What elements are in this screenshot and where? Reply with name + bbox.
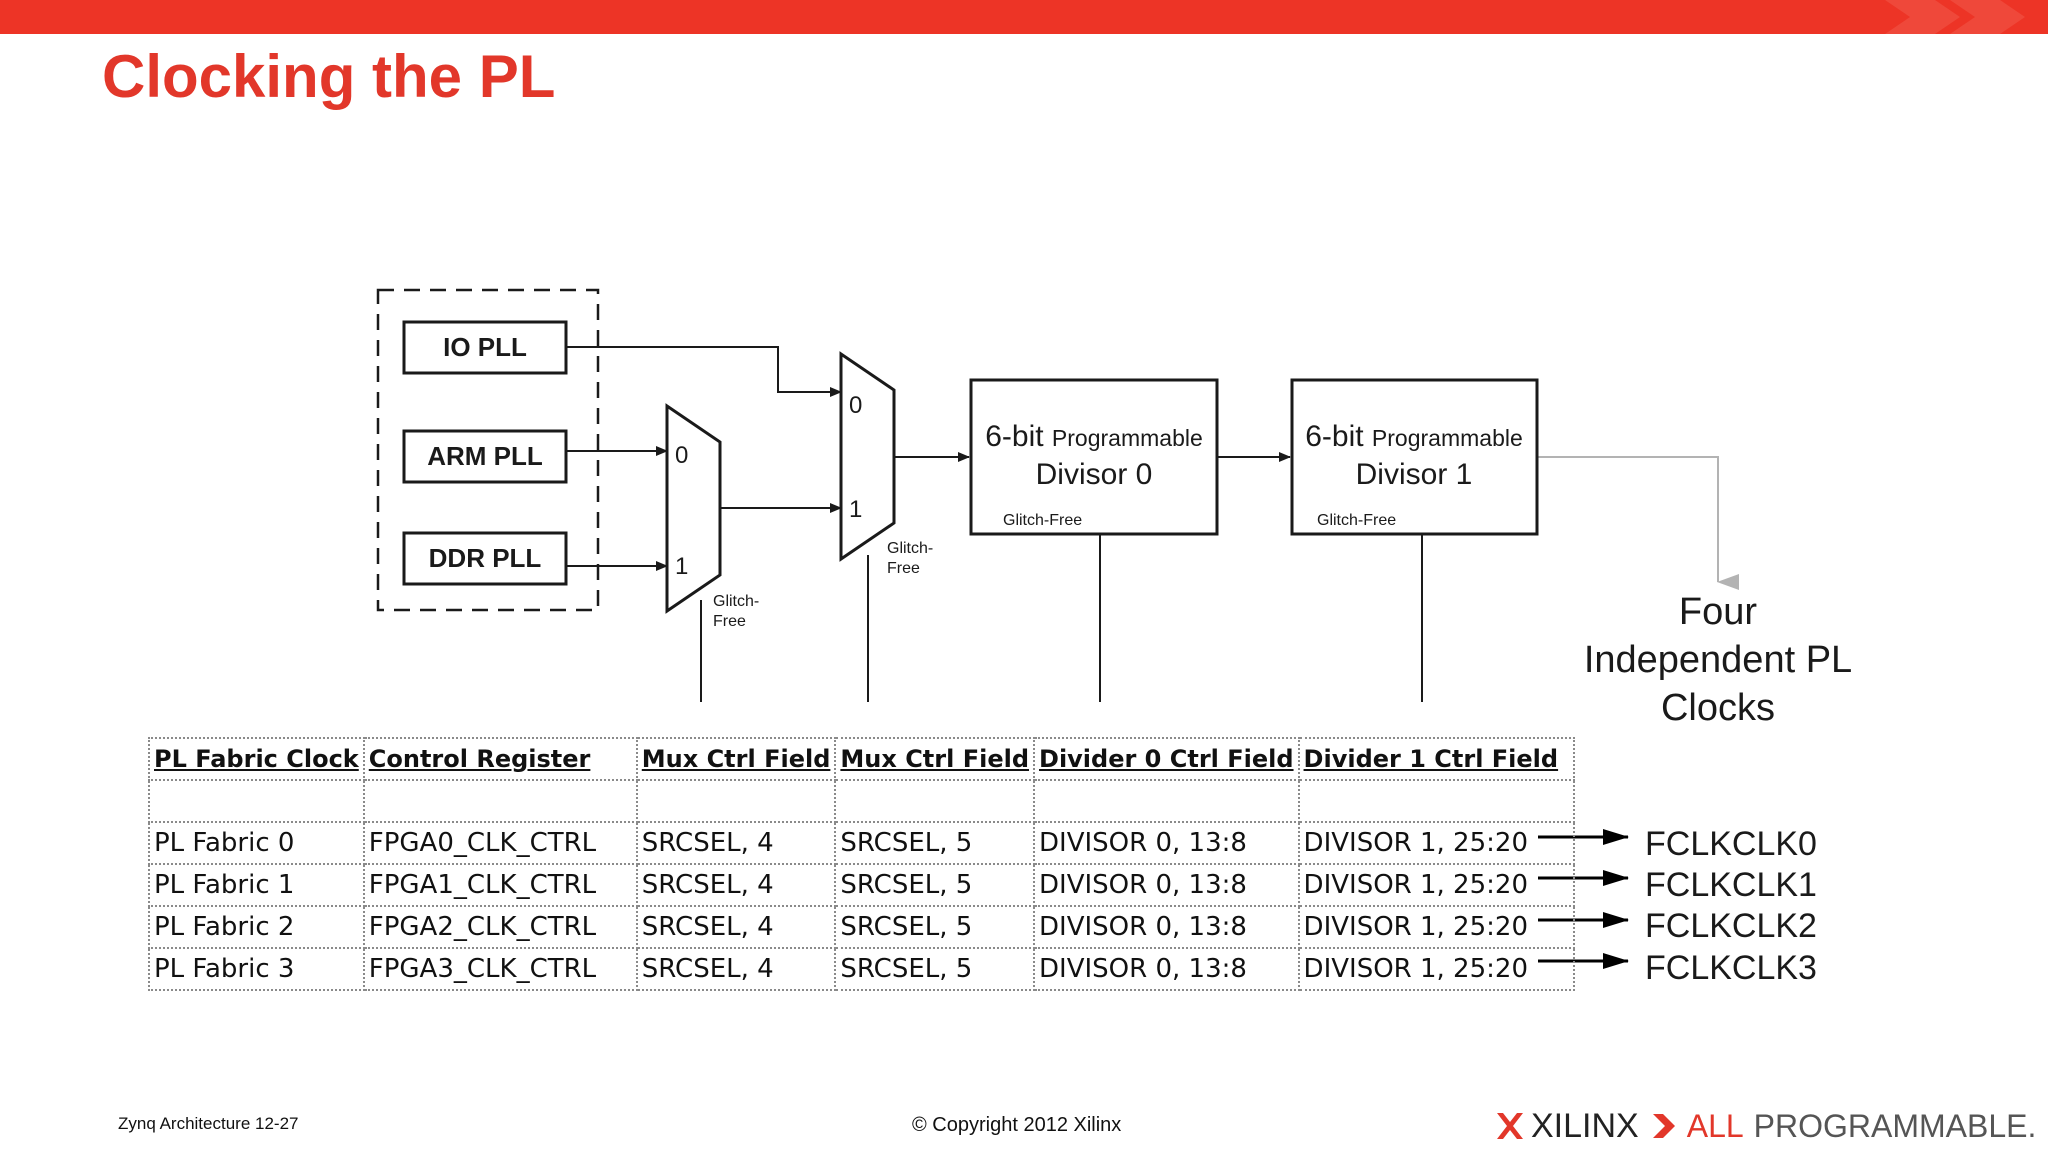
fclk-label-3: FCLKCLK3 (1645, 949, 1817, 987)
mux1-input-0-label: 0 (675, 442, 688, 469)
output-label-line2: Independent PL (1584, 639, 1852, 681)
pll-box-arm: ARM PLL (402, 429, 568, 484)
xilinx-logo: XILINX ALL PROGRAMMABLE. (1495, 1104, 2036, 1148)
fclk-label-0: FCLKCLK0 (1645, 825, 1817, 863)
header-mux-ctrl-field-1: Mux Ctrl Field (635, 737, 837, 781)
table-cell: DIVISOR 1, 25:20 (1297, 863, 1575, 907)
mux-1: 0 1 Glitch- Free (665, 403, 759, 630)
table-cell: DIVISOR 0, 13:8 (1033, 863, 1300, 907)
footer-slide-id: Zynq Architecture 12-27 (118, 1114, 299, 1133)
divisor-1-block: 6-bit Programmable Divisor 1 Glitch-Free (1290, 378, 1539, 536)
mux2-input-1-label: 1 (849, 496, 862, 523)
output-label-line3: Clocks (1661, 687, 1775, 729)
divisor1-line2: Divisor 1 (1356, 458, 1473, 491)
table-cell: PL Fabric 2 (148, 905, 365, 949)
table-cell: PL Fabric 1 (148, 863, 365, 907)
table-cell: SRCSEL, 5 (834, 821, 1036, 865)
divisor0-line2: Divisor 0 (1036, 458, 1153, 491)
pll-label-io: IO PLL (443, 332, 527, 362)
table-cell: DIVISOR 0, 13:8 (1033, 947, 1300, 991)
mux2-note-line1: Glitch- (887, 540, 933, 557)
pl-clock-control-table: PL Fabric Clock Control Register Mux Ctr… (148, 737, 1575, 991)
mux1-note-line2: Free (713, 613, 746, 630)
output-label-line1: Four (1679, 591, 1757, 633)
output-arrow-gray (1537, 456, 1739, 590)
mux-2: 0 1 Glitch- Free (839, 351, 933, 577)
header-divider-1-ctrl-field: Divider 1 Ctrl Field (1297, 737, 1575, 781)
table-cell: FPGA3_CLK_CTRL (362, 947, 638, 991)
table-cell: DIVISOR 0, 13:8 (1033, 821, 1300, 865)
table-header-row: PL Fabric Clock Control Register Mux Ctr… (148, 737, 1575, 781)
table-cell: PL Fabric 0 (148, 821, 365, 865)
divisor0-line1: 6-bit Programmable (985, 420, 1203, 453)
pll-label-ddr: DDR PLL (429, 543, 542, 573)
clock-wires (566, 346, 1423, 702)
header-mux-ctrl-field-2: Mux Ctrl Field (834, 737, 1036, 781)
header-divider-0-ctrl-field: Divider 0 Ctrl Field (1033, 737, 1300, 781)
header-control-register: Control Register (362, 737, 638, 781)
divisor0-note: Glitch-Free (1003, 512, 1082, 529)
pll-label-arm: ARM PLL (427, 441, 543, 471)
table-row: PL Fabric 0 FPGA0_CLK_CTRL SRCSEL, 4 SRC… (148, 821, 1575, 865)
pll-box-io: IO PLL (402, 320, 568, 375)
table-cell: PL Fabric 3 (148, 947, 365, 991)
top-banner (0, 0, 2048, 34)
table-cell: FPGA1_CLK_CTRL (362, 863, 638, 907)
table-cell: DIVISOR 1, 25:20 (1297, 821, 1575, 865)
mux1-note-line1: Glitch- (713, 593, 759, 610)
mux2-note-line2: Free (887, 560, 920, 577)
slide-title: Clocking the PL (102, 43, 556, 110)
divisor-0-block: 6-bit Programmable Divisor 0 Glitch-Free (969, 378, 1219, 536)
output-label: Four Independent PL Clocks (1584, 591, 1852, 729)
table-cell: DIVISOR 1, 25:20 (1297, 905, 1575, 949)
table-cell: DIVISOR 1, 25:20 (1297, 947, 1575, 991)
xilinx-x-icon (1497, 1113, 1523, 1139)
fclk-label-2: FCLKCLK2 (1645, 907, 1817, 945)
table-cell: SRCSEL, 4 (635, 821, 837, 865)
table-row: PL Fabric 1 FPGA1_CLK_CTRL SRCSEL, 4 SRC… (148, 863, 1575, 907)
header-pl-fabric-clock: PL Fabric Clock (148, 737, 365, 781)
fclk-label-1: FCLKCLK1 (1645, 866, 1817, 904)
table-cell: FPGA0_CLK_CTRL (362, 821, 638, 865)
table-spacer-row (148, 779, 1575, 823)
mux1-input-1-label: 1 (675, 553, 688, 580)
divisor1-line1: 6-bit Programmable (1305, 420, 1523, 453)
divisor1-note: Glitch-Free (1317, 512, 1396, 529)
table-cell: SRCSEL, 4 (635, 863, 837, 907)
chevron-right-icon (1652, 1114, 1675, 1138)
logo-brand-text: XILINX (1531, 1106, 1639, 1145)
table-cell: FPGA2_CLK_CTRL (362, 905, 638, 949)
footer-copyright: © Copyright 2012 Xilinx (912, 1114, 1122, 1136)
table-cell: DIVISOR 0, 13:8 (1033, 905, 1300, 949)
banner-chevron-decoration (1885, 0, 2025, 34)
table-cell: SRCSEL, 5 (834, 863, 1036, 907)
logo-tag-programmable: PROGRAMMABLE. (1753, 1107, 2037, 1144)
table-cell: SRCSEL, 5 (834, 905, 1036, 949)
mux2-input-0-label: 0 (849, 392, 862, 419)
table-cell: SRCSEL, 4 (635, 947, 837, 991)
logo-tag-all: ALL (1686, 1107, 1744, 1144)
table-row: PL Fabric 3 FPGA3_CLK_CTRL SRCSEL, 4 SRC… (148, 947, 1575, 991)
pll-box-ddr: DDR PLL (402, 531, 568, 586)
table-cell: SRCSEL, 5 (834, 947, 1036, 991)
table-row: PL Fabric 2 FPGA2_CLK_CTRL SRCSEL, 4 SRC… (148, 905, 1575, 949)
table-cell: SRCSEL, 4 (635, 905, 837, 949)
